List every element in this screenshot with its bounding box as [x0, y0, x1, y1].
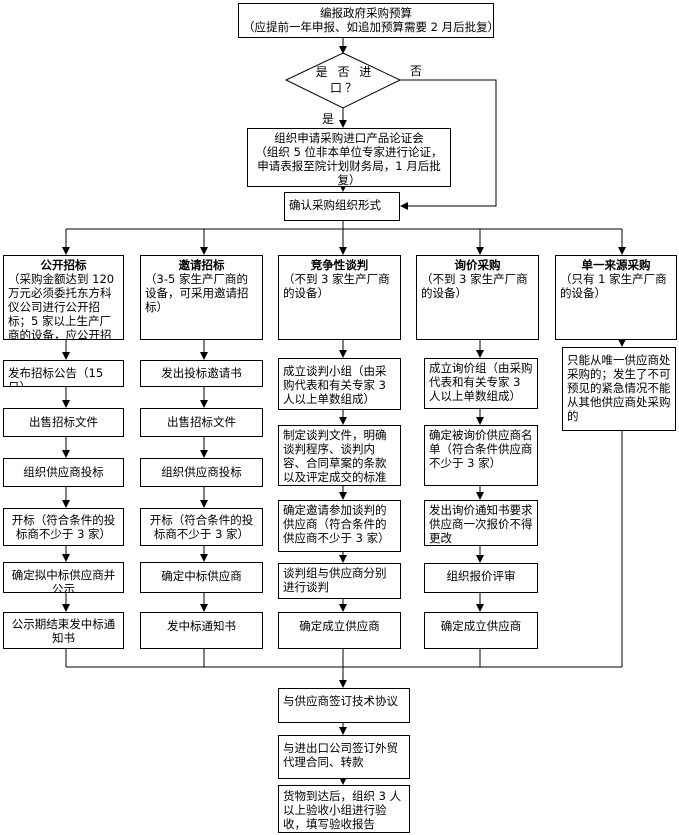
step-box: 组织报价评审	[424, 563, 538, 593]
step-box: 公示期结束发中标通知书	[3, 612, 124, 649]
yes-label: 是	[322, 112, 335, 126]
final-step-box: 货物到达后，组织 3 人以上验收小组进行验收，填写验收报告	[278, 785, 410, 833]
import-review-box: 组织申请采购进口产品论证会 （组织 5 位非本单位专家进行论证，申请表报至院计划…	[247, 128, 451, 187]
budget-box: 编报政府采购预算 （应提前一年申报、如追加预算需要 2 月后批复）	[238, 3, 494, 38]
column-header-invited-tender: 邀请招标（3-5 家生产厂商的设备，可采用邀请招标）	[140, 255, 263, 340]
step-box: 成立询价组（由采购代表和有关专家 3 人以上单数组成）	[424, 358, 538, 409]
step-box: 确定中标供应商	[140, 562, 263, 593]
final-step-box: 与进出口公司签订外贸代理合同、转款	[278, 735, 410, 779]
step-box: 发中标通知书	[140, 612, 263, 649]
method-title: 竞争性谈判	[310, 258, 369, 272]
budget-title: 编报政府采购预算	[320, 6, 412, 20]
step-box: 谈判组与供应商分别进行谈判	[278, 563, 401, 599]
step-box: 确定成立供应商	[278, 612, 401, 649]
step-box: 发布招标公告（15 日）	[3, 360, 124, 387]
method-note: （不到 3 家生产厂商的设备）	[421, 272, 528, 300]
step-box: 组织供应商投标	[3, 458, 124, 487]
import-note: （组织 5 位非本单位专家进行论证，申请表报至院计划财务局，1 月后批复）	[255, 145, 443, 187]
decision-label: 是 否 进 口？	[315, 65, 375, 95]
method-note: （3-5 家生产厂商的设备，可采用邀请招标）	[145, 272, 249, 314]
method-title: 公开招标	[40, 258, 87, 272]
confirm-form-box: 确认采购组织形式	[284, 192, 400, 221]
method-note: （只有 1 家生产厂商的设备）	[560, 272, 667, 300]
import-title: 组织申请采购进口产品论证会	[274, 131, 424, 145]
step-box: 开标（符合条件的投标商不少于 3 家）	[140, 508, 263, 546]
method-title: 邀请招标	[178, 258, 225, 272]
budget-note: （应提前一年申报、如追加预算需要 2 月后批复）	[243, 20, 494, 34]
column-header-inquiry: 询价采购（不到 3 家生产厂商的设备）	[416, 255, 539, 340]
column-header-single-source: 单一来源采购（只有 1 家生产厂商的设备）	[555, 255, 677, 340]
step-box: 确定邀请参加谈判的供应商（符合条件的供应商不少于 3 家）	[278, 500, 401, 552]
final-step-box: 与供应商签订技术协议	[278, 688, 410, 723]
no-label: 否	[410, 64, 423, 78]
step-box: 成立谈判小组（由采购代表和有关专家 3 人以上单数组成）	[278, 358, 401, 410]
step-box: 出售招标文件	[3, 408, 124, 437]
column-header-competitive-negotiation: 竞争性谈判（不到 3 家生产厂商的设备）	[278, 255, 401, 340]
step-box: 组织供应商投标	[140, 458, 263, 487]
step-box: 只能从唯一供应商处采购的；发生了不可预见的紧急情况不能从其他供应商处采购的	[562, 347, 676, 431]
step-box: 开标（符合条件的投标商不少于 3 家）	[3, 508, 124, 546]
step-box: 制定谈判文件，明确谈判程序、谈判内容、合同草案的条款以及评定成交的标准等事项	[278, 425, 401, 486]
method-note: （采购金额达到 120 万元必须委托东方科仪公司进行公开招标；5 家以上生产厂商…	[8, 272, 115, 340]
step-box: 确定拟中标供应商并公示	[3, 562, 124, 593]
step-box: 确定被询价供应商名单（符合条件供应商不少于 3 家）	[424, 425, 538, 486]
method-note: （不到 3 家生产厂商的设备）	[283, 272, 390, 300]
method-title: 单一来源采购	[581, 258, 651, 272]
column-header-public-tender: 公开招标（采购金额达到 120 万元必须委托东方科仪公司进行公开招标；5 家以上…	[3, 255, 124, 340]
method-title: 询价采购	[454, 258, 501, 272]
step-box: 确定成立供应商	[424, 612, 538, 649]
step-box: 出售招标文件	[140, 408, 263, 437]
step-box: 发出投标邀请书	[140, 360, 263, 387]
step-box: 发出询价通知书要求供应商一次报价不得更改	[424, 500, 538, 546]
